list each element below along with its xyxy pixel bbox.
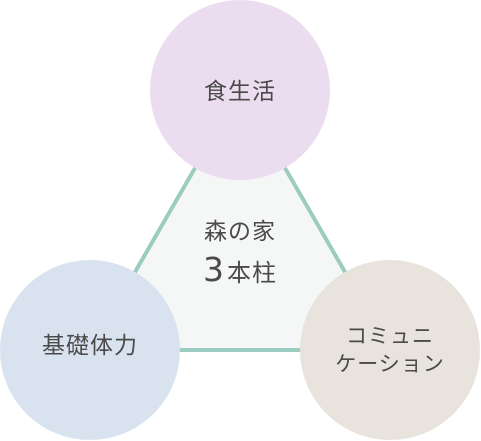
pillar-circle-fitness (0, 260, 180, 440)
center-title-line2: 3本柱 (203, 248, 277, 293)
pillar-label-communication: コミュニ ケーション (300, 305, 480, 395)
center-title-line1: 森の家 (204, 219, 276, 246)
pillar-label-communication-line2: ケーション (335, 352, 445, 376)
pillar-label-food: 食生活 (204, 79, 276, 106)
pillar-circle-communication (300, 260, 480, 440)
pillar-label-communication-line1: コミュニ (346, 323, 434, 348)
connecting-triangle (88, 88, 392, 352)
center-title-number: 3 (203, 250, 225, 290)
pillar-label-fitness: 基礎体力 (42, 333, 138, 360)
pillar-circle-food (150, 0, 330, 180)
center-title-suffix: 本柱 (227, 259, 277, 288)
center-title: 森の家 3本柱 (150, 210, 330, 300)
